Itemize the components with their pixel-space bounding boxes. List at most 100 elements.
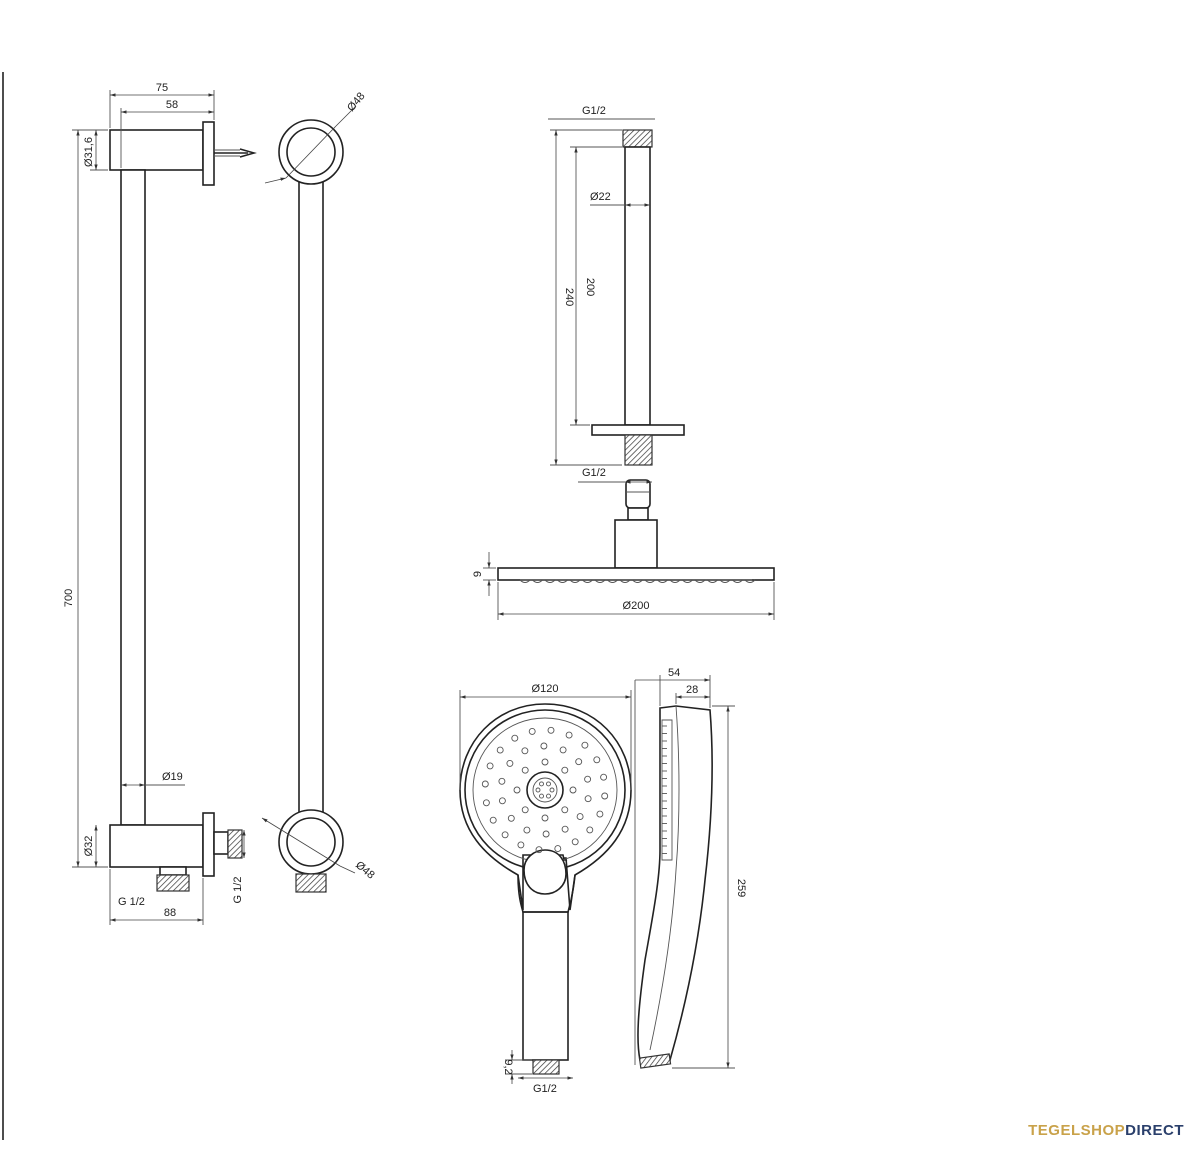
- rain-nozzle: [519, 579, 531, 583]
- hand-nozzle: [596, 810, 604, 818]
- hand-nozzle: [517, 841, 525, 849]
- rain-nozzle: [632, 579, 643, 583]
- dim-58: 58: [166, 99, 178, 111]
- dim-dia-48-top: Ø48: [345, 90, 368, 114]
- brand-part-1: TEGELSHOP: [1028, 1122, 1126, 1139]
- dim-200: 200: [584, 278, 596, 296]
- rain-nozzle: [532, 579, 543, 583]
- center-nozzle: [546, 781, 551, 787]
- hand-nozzle: [565, 731, 573, 739]
- hand-nozzle: [601, 792, 609, 800]
- side-nozzle-ticks: [662, 725, 667, 854]
- hand-nozzle: [584, 795, 592, 803]
- hand-nozzle: [535, 846, 543, 854]
- dim-259: 259: [735, 879, 747, 897]
- hand-nozzle: [542, 830, 550, 838]
- thread-left-label: G 1/2: [118, 896, 145, 908]
- center-nozzle: [546, 793, 551, 799]
- hand-nozzle: [528, 727, 536, 735]
- rain-nozzle: [707, 579, 718, 583]
- hand-nozzle: [521, 747, 529, 755]
- top-bracket: [109, 129, 204, 171]
- hand-nozzle: [569, 786, 577, 794]
- dim-240: 240: [563, 288, 575, 306]
- hand-nozzle: [584, 775, 592, 783]
- rain-head-neck: [614, 519, 658, 569]
- hand-nozzle: [593, 756, 601, 764]
- dim-dia-32: Ø32: [83, 836, 95, 857]
- rain-nozzle: [607, 579, 618, 583]
- hand-nozzle: [575, 758, 583, 766]
- arm-thread-top-label: G1/2: [582, 105, 606, 117]
- dim-75: 75: [156, 82, 168, 94]
- center-nozzle: [549, 787, 555, 793]
- rain-nozzle: [719, 579, 731, 583]
- hand-nozzle: [541, 814, 549, 822]
- rain-nozzle: [682, 579, 693, 583]
- dim-dia-31-6: Ø31,6: [83, 137, 95, 167]
- hand-nozzle: [547, 726, 555, 734]
- handle-thread: [532, 1059, 560, 1075]
- hand-nozzle: [576, 813, 584, 821]
- hand-nozzle: [561, 766, 569, 774]
- rain-nozzle: [744, 579, 756, 583]
- arm-thread-bottom-label: G1/2: [582, 467, 606, 479]
- rain-nozzle: [557, 579, 568, 583]
- rain-head-plate: [497, 567, 775, 581]
- hand-nozzle: [489, 816, 497, 824]
- rain-nozzle: [619, 579, 631, 583]
- side-outlet-thread: [295, 873, 327, 893]
- rain-nozzle: [657, 579, 668, 583]
- arm-bottom-thread: [624, 434, 653, 466]
- rain-head-nozzles: [519, 579, 756, 583]
- hand-shower-nozzles: [481, 726, 609, 854]
- rain-nozzle: [569, 579, 581, 583]
- center-nozzle: [539, 781, 544, 787]
- selector-button: [523, 849, 567, 895]
- dim-dia-22: Ø22: [590, 191, 611, 203]
- rain-nozzle: [644, 579, 656, 583]
- hand-nozzle: [482, 799, 490, 807]
- center-nozzle: [535, 787, 541, 793]
- dim-54: 54: [668, 667, 680, 679]
- hand-nozzle: [600, 773, 608, 781]
- rain-nozzle: [732, 579, 743, 583]
- hand-nozzle: [496, 746, 504, 754]
- dim-9: 9: [472, 571, 484, 577]
- hand-nozzle: [554, 845, 562, 853]
- hand-shower-front: Ø120 9,2 G1/2: [459, 683, 632, 1095]
- hand-nozzle: [540, 742, 548, 750]
- hand-nozzle: [561, 825, 569, 833]
- shower-arm-view: G1/2 Ø22 240 200 G1/2: [548, 105, 685, 569]
- rain-nozzle: [694, 579, 706, 583]
- hand-nozzle: [498, 797, 506, 805]
- hand-shower-side: 54 28 259: [634, 667, 747, 1069]
- rain-nozzle: [544, 579, 556, 583]
- bottom-outlet-thread: [156, 874, 190, 892]
- hand-nozzle: [513, 786, 521, 794]
- dim-dia-200: Ø200: [623, 600, 650, 612]
- arm-top-thread: [622, 129, 653, 148]
- hand-nozzle: [521, 766, 529, 774]
- hand-nozzle: [586, 826, 594, 834]
- dim-88: 88: [164, 907, 176, 919]
- rain-nozzle: [594, 579, 606, 583]
- bottom-right-thread: [227, 829, 243, 859]
- rain-head-view: 9 Ø200: [472, 552, 775, 620]
- hand-nozzle: [561, 806, 569, 814]
- hand-shower-handle: [522, 911, 569, 1061]
- rain-nozzle: [669, 579, 681, 583]
- side-rail-tube: [298, 151, 324, 843]
- top-wall-plate: [202, 121, 215, 186]
- side-thread: [638, 1053, 672, 1069]
- rain-nozzle: [582, 579, 593, 583]
- hand-nozzle: [481, 780, 489, 788]
- hand-nozzle: [571, 838, 579, 846]
- hand-nozzle: [541, 758, 549, 766]
- hand-nozzle: [507, 814, 515, 822]
- dim-dia-48-bottom: Ø48: [353, 859, 377, 882]
- hand-nozzle: [486, 762, 494, 770]
- hand-nozzle: [559, 746, 567, 754]
- hand-nozzle: [506, 759, 514, 767]
